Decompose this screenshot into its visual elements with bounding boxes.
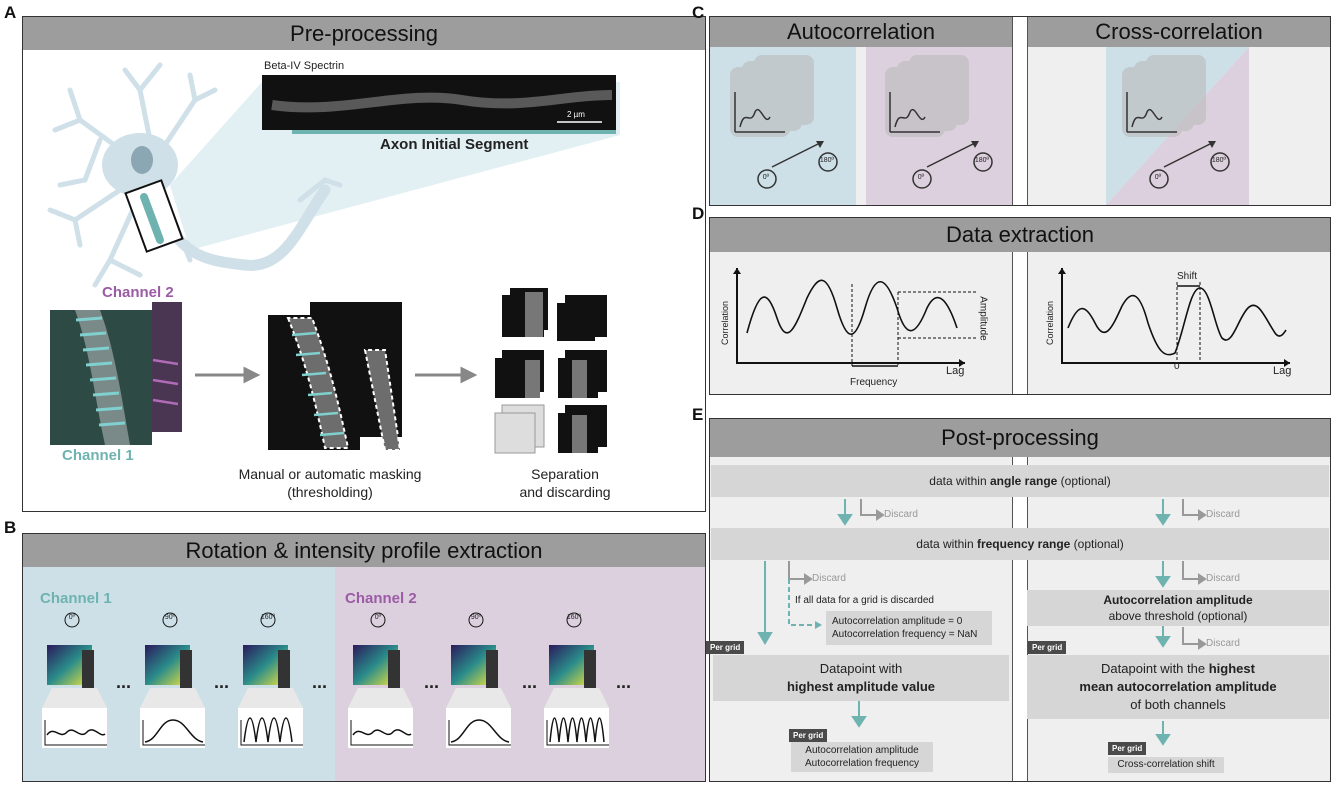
angle-range-bold: angle range	[989, 474, 1058, 488]
micrograph-label: Beta-IV Spectrin	[264, 60, 345, 72]
per-grid-tag-2: Per grid	[1028, 641, 1067, 654]
panel-letter-a: A	[4, 3, 17, 22]
ellipsis-6: ...	[616, 672, 632, 692]
discard-2: Discard	[1206, 509, 1240, 520]
b-angle-1: 0º	[68, 614, 76, 621]
angle-range-row: data within angle range (optional)	[711, 465, 1329, 497]
right-dp-bold1: highest	[1208, 661, 1255, 676]
shift-label: Shift	[1177, 271, 1198, 282]
right-dp-line3: of both channels	[1130, 697, 1226, 712]
ellipsis-4: ...	[424, 672, 440, 692]
ellipsis-2: ...	[214, 672, 230, 692]
autocorr-plot	[733, 268, 977, 367]
threshold-line2: above threshold (optional)	[1108, 609, 1248, 623]
freq-range-suffix: (optional)	[1070, 537, 1124, 551]
scale-bar-label: 2 µm	[567, 110, 585, 119]
ellipsis-1: ...	[116, 672, 132, 692]
angle-range-suffix: (optional)	[1057, 474, 1111, 488]
freq-range-bold: frequency range	[976, 537, 1071, 551]
per-grid-tag-3: Per grid	[789, 729, 828, 742]
channel1-label: Channel 1	[62, 447, 134, 464]
c-angle-180-c: 180º	[1211, 157, 1227, 164]
left-output-box: Autocorrelation amplitude Autocorrelatio…	[791, 742, 933, 772]
b-angle-6: 160º	[566, 614, 582, 621]
masking-label: Manual or automatic masking (thresholdin…	[220, 465, 440, 501]
out-left1: Autocorrelation amplitude	[805, 745, 919, 756]
freq-range-prefix: data within	[916, 537, 977, 551]
left-dp-bold: highest amplitude value	[786, 679, 936, 694]
ais-bar	[292, 130, 616, 134]
rotation-profiles	[42, 612, 609, 748]
right-dp-prefix: Datapoint with the	[1101, 661, 1209, 676]
c-angle-180-b: 180º	[974, 157, 990, 164]
discard-3: Discard	[812, 573, 846, 584]
correlation-stacks	[730, 55, 1230, 189]
divider-d	[1012, 252, 1028, 394]
discard-5: Discard	[1206, 638, 1240, 649]
threshold-box: Autocorrelation amplitude above threshol…	[1027, 590, 1329, 626]
left-dp-line1: Datapoint with	[819, 661, 903, 676]
panel-letter-e: E	[692, 405, 704, 424]
freq-range-row: data within frequency range (optional)	[711, 528, 1329, 560]
separation-label: Separation and discarding	[500, 465, 630, 501]
c-angle-0-a: 0º	[762, 174, 770, 181]
ais-label: Axon Initial Segment	[380, 136, 529, 153]
panel-c: Autocorrelation Cross-correlation	[709, 16, 1331, 206]
amplitude-label: Amplitude	[977, 296, 989, 341]
threshold-bold: Autocorrelation amplitude	[1103, 593, 1253, 607]
b-angle-5: 90º	[470, 614, 482, 621]
panel-letter-c: C	[692, 3, 705, 22]
per-grid-tag-4: Per grid	[1108, 742, 1147, 755]
b-angle-3: 160º	[260, 614, 276, 621]
left-datapoint-box: Datapoint with highest amplitude value	[713, 655, 1009, 701]
crosscorr-xlabel: Lag	[1273, 365, 1292, 377]
discard-1: Discard	[884, 509, 918, 520]
masking-line2: (thresholding)	[287, 484, 373, 500]
micrograph: 2 µm	[262, 75, 616, 130]
right-dp-bold2: mean autocorrelation amplitude	[1079, 679, 1277, 694]
zero-label: 0	[1174, 361, 1180, 372]
ellipsis-5: ...	[522, 672, 538, 692]
out-left2: Autocorrelation frequency	[805, 758, 919, 769]
nan-line1: Autocorrelation amplitude = 0	[832, 616, 963, 627]
b-angle-4: 0º	[374, 614, 382, 621]
panel-d-title: Data extraction	[710, 218, 1330, 252]
nan-box: Autocorrelation amplitude = 0 Autocorrel…	[826, 611, 992, 645]
c-angle-180-a: 180º	[819, 157, 835, 164]
autocorr-xlabel: Lag	[946, 365, 965, 377]
flow-arrows	[757, 499, 1207, 746]
masking-line1: Manual or automatic masking	[238, 466, 422, 482]
panel-b-title: Rotation & intensity profile extraction	[23, 534, 705, 567]
per-grid-tag-1: Per grid	[706, 641, 745, 654]
b-channel2-label: Channel 2	[345, 590, 417, 607]
separation-line1: Separation	[531, 466, 599, 482]
frequency-label: Frequency	[850, 377, 898, 388]
profile-group	[42, 612, 609, 748]
right-datapoint-box: Datapoint with the highest mean autocorr…	[1027, 655, 1329, 719]
c-angle-0-c: 0º	[1154, 174, 1162, 181]
cross-title: Cross-correlation	[1028, 17, 1330, 47]
panel-e-title: Post-processing	[710, 419, 1330, 457]
separation-line2: and discarding	[519, 484, 611, 500]
panel-d: Data extraction	[709, 217, 1331, 395]
panel-a-title: Pre-processing	[23, 17, 705, 50]
auto-title: Autocorrelation	[710, 17, 1012, 47]
if-all-discarded: If all data for a grid is discarded	[795, 595, 934, 606]
angle-range-prefix: data within	[929, 474, 990, 488]
crosscorr-plot	[1058, 268, 1290, 367]
discard-4: Discard	[1206, 573, 1240, 584]
divider-c	[1012, 17, 1028, 205]
c-angle-0-b: 0º	[917, 174, 925, 181]
right-output-box: Cross-correlation shift	[1108, 757, 1224, 773]
panel-letter-b: B	[4, 518, 17, 537]
autocorr-ylabel: Correlation	[720, 300, 731, 346]
ellipsis-3: ...	[312, 672, 328, 692]
b-channel1-label: Channel 1	[40, 590, 112, 607]
b-angle-2: 90º	[164, 614, 176, 621]
panel-letter-d: D	[692, 204, 705, 223]
crosscorr-ylabel: Correlation	[1045, 300, 1056, 346]
nan-line2: Autocorrelation frequency = NaN	[832, 629, 978, 640]
channel2-label: Channel 2	[102, 284, 174, 301]
